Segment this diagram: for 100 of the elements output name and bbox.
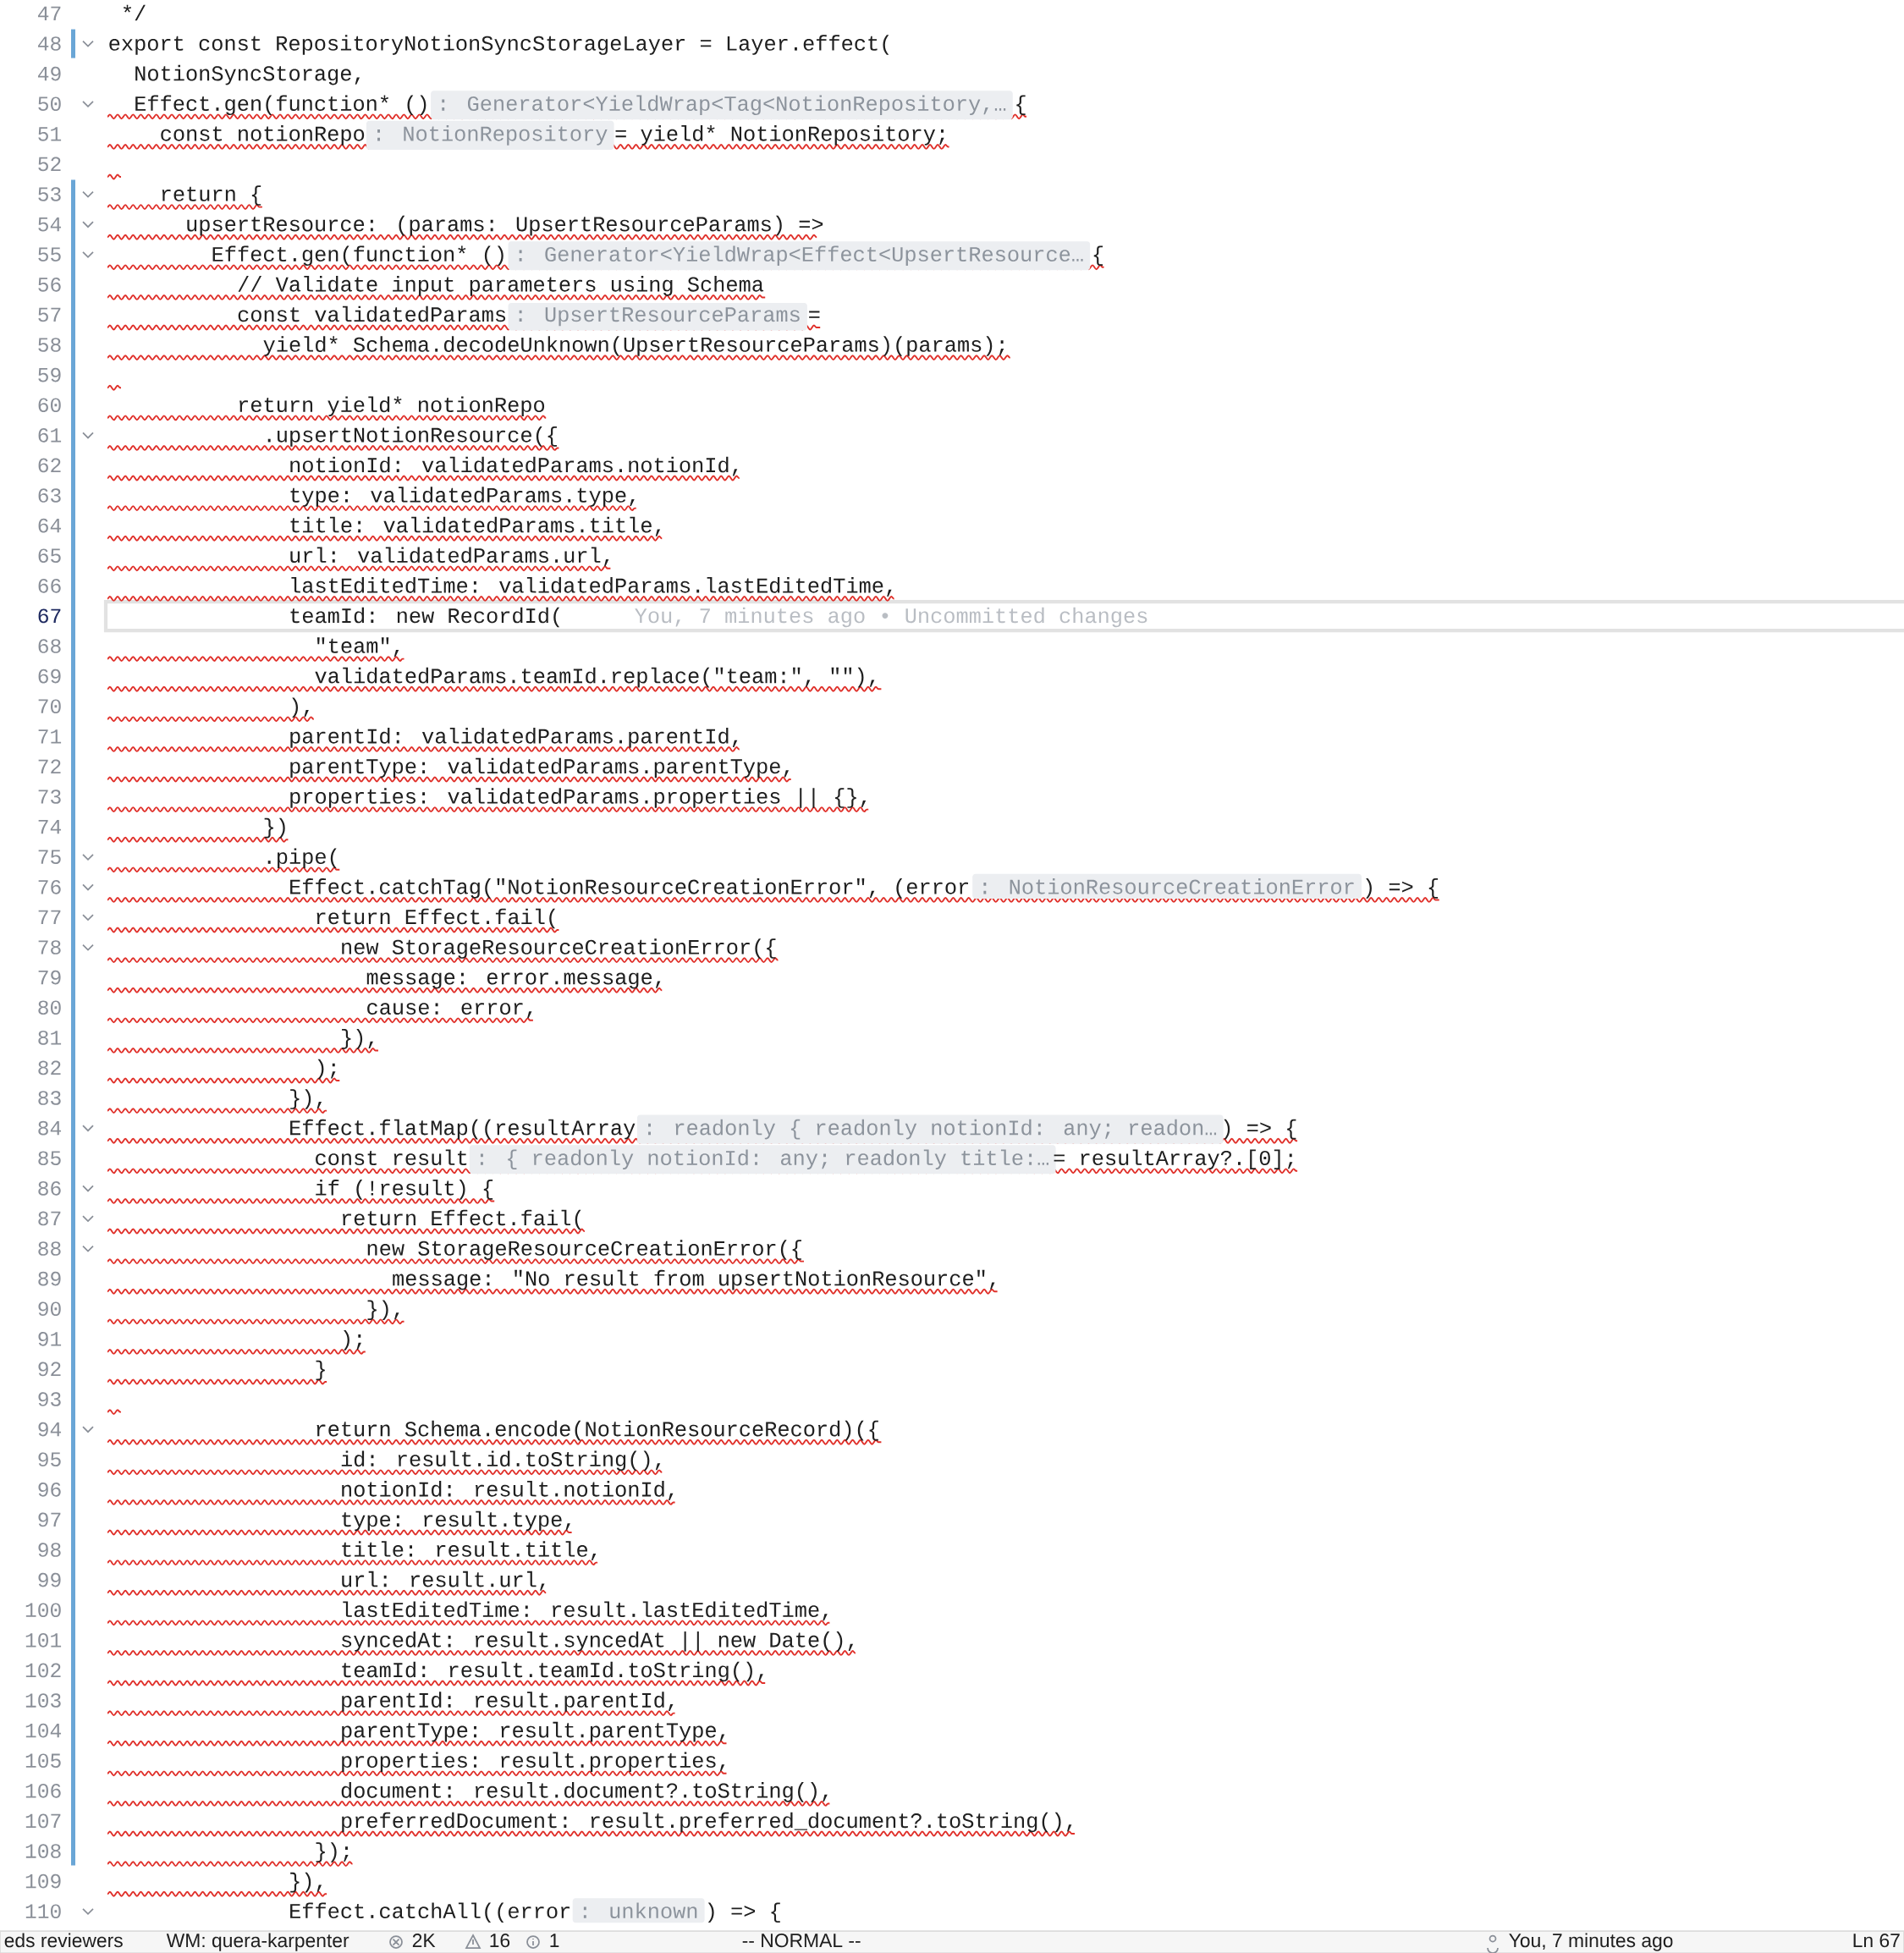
code-text: return Effect.fail(: [316, 908, 555, 929]
code-text: }),: [290, 1089, 322, 1109]
type-hint: : Generator<YieldWrap<Tag<NotionRepository,…: [431, 91, 1013, 120]
line-number: 78: [38, 940, 61, 954]
line-number: 79: [38, 970, 61, 985]
line-number: 99: [38, 1572, 61, 1587]
code-text: properties: result.properties,: [342, 1752, 725, 1773]
code-text: new StorageResourceCreationError({: [367, 1240, 801, 1260]
line-number: 109: [25, 1873, 61, 1889]
line-number: 56: [38, 278, 61, 292]
line-number: 98: [38, 1543, 61, 1557]
line-number: 63: [38, 488, 61, 503]
code-text: }: [316, 1360, 325, 1381]
code-text: properties: validatedParams.properties || {},: [290, 788, 867, 808]
status-text: 2K: [412, 1934, 436, 1948]
code-text: {: [1016, 95, 1026, 116]
code-text: }): [264, 817, 285, 839]
status-text: Ln 67: [1853, 1934, 1900, 1948]
code-text: upsertResource: (params: UpsertResourceParams) =>: [187, 215, 823, 236]
line-number: 74: [38, 820, 62, 834]
code-text: const result: [316, 1149, 467, 1166]
line-number: 90: [38, 1301, 61, 1317]
code-text: */: [124, 4, 146, 21]
code-text: cause: error,: [367, 1003, 532, 1019]
line-number: 92: [38, 1362, 61, 1377]
line-number: 59: [38, 367, 61, 382]
line-number: 80: [38, 1000, 61, 1015]
status-text: WM: quera-karpenter: [166, 1933, 349, 1951]
code-text: validatedParams.teamId.replace("team:", ""),: [315, 667, 875, 688]
line-number: 58: [38, 338, 61, 352]
line-number: 57: [38, 307, 61, 322]
code-text: preferredDocument: result.preferred_document?.toString(),: [342, 1812, 1072, 1833]
line-number: 69: [38, 668, 61, 684]
line-number: 55: [38, 247, 61, 262]
code-text: teamId: result.teamId.toString(),: [342, 1661, 763, 1682]
line-number: 104: [25, 1723, 62, 1738]
code-text: parentId: result.parentId,: [342, 1692, 674, 1712]
line-number: 54: [38, 217, 62, 232]
line-number: 62: [38, 458, 61, 473]
code-text: lastEditedTime: validatedParams.lastEditedTime,: [291, 577, 892, 597]
code-text: Effect.flatMap((resultArray: [290, 1119, 636, 1140]
line-number: 70: [38, 699, 61, 714]
code-text: }),: [367, 1300, 399, 1321]
code-text: .pipe(: [267, 848, 337, 869]
type-hint: : unknown: [572, 1898, 705, 1923]
line-number: 103: [25, 1693, 61, 1708]
line-number: 88: [38, 1241, 61, 1256]
line-number: 94: [38, 1422, 62, 1437]
line-number: 52: [38, 157, 61, 172]
code-text: export const RepositoryNotionSyncStorageLayer = Layer.effect(: [109, 35, 889, 55]
line-number: 71: [38, 729, 62, 744]
line-number: 68: [38, 639, 61, 653]
code-text: teamId: new RecordId(: [290, 607, 560, 628]
line-number: 47: [37, 6, 61, 20]
code-text: "team",: [316, 637, 399, 657]
code-text: .upsertNotionResource({: [267, 426, 557, 447]
line-number: 75: [38, 850, 61, 865]
code-text: return Effect.fail(: [343, 1209, 581, 1230]
line-number: 82: [38, 1060, 61, 1076]
line-number: 64: [38, 518, 62, 533]
line-number: 97: [38, 1512, 61, 1527]
status-text: 16: [490, 1934, 510, 1948]
code-text: message: error.message,: [366, 972, 661, 989]
code-text: parentType: result.parentType,: [342, 1721, 725, 1742]
type-hint: : Generator<YieldWrap<Effect<UpsertResource…: [508, 241, 1091, 271]
line-number: 85: [38, 1151, 61, 1166]
line-number: 53: [38, 187, 61, 201]
line-number: 96: [38, 1483, 61, 1497]
code-text: Effect.gen(function* (): [212, 245, 504, 267]
code-text: );: [344, 1330, 361, 1351]
code-text: Effect.catchTag("NotionResourceCreationError", (error: [290, 878, 968, 899]
blame-annotation: You, 7 minutes ago • Uncommitted changes: [635, 607, 1147, 628]
line-number: 66: [38, 579, 61, 593]
type-hint: : NotionRepository: [366, 120, 614, 150]
code-text: notionId: validatedParams.notionId,: [290, 456, 738, 476]
code-text: document: result.document?.toString(),: [341, 1782, 828, 1802]
line-number: 81: [38, 1031, 62, 1045]
code-text: syncedAt: result.syncedAt || new Date(),: [342, 1631, 854, 1652]
status-text: 1: [550, 1934, 559, 1948]
code-text: notionId: result.notionId,: [342, 1481, 674, 1500]
line-number: 110: [25, 1904, 61, 1919]
code-text: title: result.title,: [342, 1541, 597, 1561]
line-number: 77: [38, 910, 61, 924]
line-number: 76: [38, 880, 61, 894]
code-text: new StorageResourceCreationError({: [342, 938, 776, 959]
code-text: url: validatedParams.url,: [290, 547, 609, 567]
code-text: {: [1093, 245, 1103, 267]
line-number: 72: [38, 759, 61, 773]
code-text: message: "No result from upsertNotionResource",: [393, 1269, 995, 1290]
type-hint: : readonly { readonly notionId: any; readon…: [636, 1114, 1224, 1144]
line-number: 101: [25, 1633, 62, 1648]
code-text: if (!result) {: [316, 1180, 493, 1200]
code-text: title: validatedParams.title,: [290, 516, 661, 536]
code-text: url: result.url,: [342, 1571, 545, 1591]
code-text: );: [317, 1059, 336, 1080]
line-number: 83: [38, 1091, 61, 1105]
code-text: type: result.type,: [342, 1510, 570, 1532]
code-text: type: validatedParams.type,: [290, 487, 635, 507]
code-text: ),: [292, 697, 309, 718]
line-number: 89: [38, 1271, 61, 1286]
